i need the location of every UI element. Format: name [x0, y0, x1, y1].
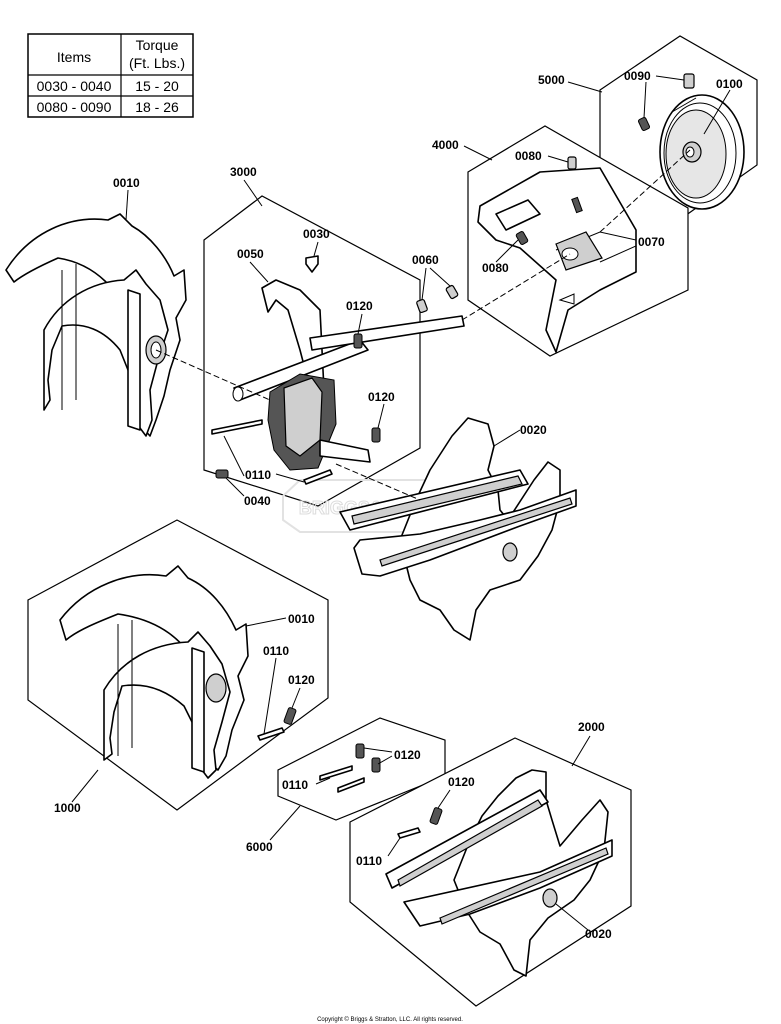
- callout-label: 0110: [263, 644, 289, 658]
- callout-label: 3000: [230, 165, 257, 179]
- auger-flight-part: [59, 565, 249, 779]
- callout-label: 0120: [368, 390, 395, 404]
- callout-label: 0110: [282, 778, 308, 792]
- auger-flight-part: [385, 769, 613, 977]
- shear-bolt-part: [397, 807, 443, 839]
- callout-label: 0120: [394, 748, 421, 762]
- auger-flight-part: [339, 417, 577, 641]
- callout-label: 4000: [432, 138, 459, 152]
- table-header-torque-unit: (Ft. Lbs.): [129, 55, 185, 71]
- leader-lines: [71, 75, 731, 931]
- table-cell-items: 0080 - 0090: [37, 99, 112, 115]
- torque-table: Items Torque (Ft. Lbs.) 0030 - 0040 15 -…: [27, 33, 194, 118]
- shear-bolt-part: [211, 419, 333, 485]
- callout-label: 0070: [638, 235, 665, 249]
- callout-label: 0120: [448, 775, 475, 789]
- bolt-part: [515, 156, 577, 245]
- callout-label: 0020: [520, 423, 547, 437]
- callout-label: 0050: [237, 247, 264, 261]
- assembly-guide-lines: [155, 149, 691, 501]
- pulley-part: [659, 94, 745, 210]
- callout-labels: 5000 0090 0100 4000 0080 0080 0070 0010 …: [54, 69, 743, 941]
- callout-label: 0120: [288, 673, 315, 687]
- callout-label: 5000: [538, 73, 565, 87]
- callout-label: 0100: [716, 77, 743, 91]
- callout-label: 1000: [54, 801, 81, 815]
- table-header-items: Items: [57, 49, 91, 65]
- table-cell-items: 0030 - 0040: [37, 78, 112, 94]
- callout-label: 0040: [244, 494, 271, 508]
- callout-label: 0060: [412, 253, 439, 267]
- vent-plug-part: [305, 255, 319, 273]
- callout-label: 0080: [482, 261, 509, 275]
- auger-flight-part: [5, 213, 187, 437]
- callout-label: 0120: [346, 299, 373, 313]
- callout-label: 0010: [113, 176, 140, 190]
- callout-label: 0090: [624, 69, 651, 83]
- housing-bracket-part: [477, 167, 637, 353]
- callout-label: 0020: [585, 927, 612, 941]
- table-cell-torque: 18 - 26: [135, 99, 179, 115]
- callout-label: 0080: [515, 149, 542, 163]
- callout-label: 6000: [246, 840, 273, 854]
- callout-label: 2000: [578, 720, 605, 734]
- gearbox-part: [232, 279, 465, 471]
- callout-label: 0110: [356, 854, 382, 868]
- shear-bolt-part: [257, 707, 297, 741]
- set-screw-part: [637, 73, 695, 131]
- table-header-torque: Torque: [136, 37, 179, 53]
- callout-label: 0010: [288, 612, 315, 626]
- copyright-notice: Copyright © Briggs & Stratton, LLC. All …: [317, 1016, 463, 1023]
- table-cell-torque: 15 - 20: [135, 78, 179, 94]
- shear-bolt-part: [319, 743, 381, 793]
- callout-label: 0030: [303, 227, 330, 241]
- roll-pin-part: [215, 284, 459, 479]
- callout-label: 0110: [245, 468, 271, 482]
